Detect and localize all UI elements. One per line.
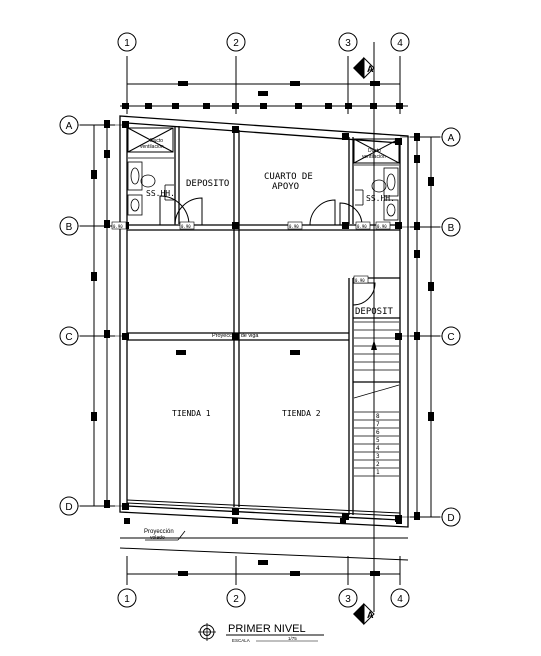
cuarto-label-2: APOYO — [272, 182, 299, 192]
top-dimension-ticks — [122, 81, 403, 109]
duct-left-label-2: ventilación — [140, 144, 164, 150]
svg-text:A: A — [367, 64, 374, 74]
svg-text:C: C — [447, 332, 454, 343]
top-dimension-lines — [120, 56, 408, 114]
svg-text:0.90: 0.90 — [113, 224, 123, 229]
svg-text:B: B — [66, 222, 73, 233]
scale-value: 1/75 — [288, 636, 297, 641]
structural-columns — [122, 121, 402, 522]
svg-text:4: 4 — [376, 445, 380, 452]
duct-left-label-1: Ducto — [150, 138, 163, 144]
stairs-upper — [354, 321, 399, 371]
tienda-2-label: TIENDA 2 — [282, 409, 321, 418]
svg-text:A: A — [367, 610, 374, 620]
svg-text:3: 3 — [345, 594, 351, 605]
grid-bubble-labels: 1 2 3 4 1 2 3 4 A B C D A B C D — [65, 38, 454, 605]
section-marker-bottom: A — [353, 602, 375, 626]
svg-text:C: C — [65, 332, 72, 343]
svg-text:7: 7 — [376, 421, 380, 428]
side-dimension-ticks — [91, 120, 434, 520]
doors — [159, 195, 376, 306]
grid-bubbles-left — [59, 115, 79, 516]
volado-leader — [145, 530, 186, 541]
duct-left — [127, 127, 174, 153]
deposito-right-label: DEPOSIT — [355, 307, 394, 317]
svg-text:0.90: 0.90 — [357, 224, 367, 229]
svg-text:3: 3 — [376, 453, 380, 460]
svg-text:4: 4 — [397, 38, 403, 49]
svg-text:B: B — [448, 223, 455, 234]
tienda-1-label: TIENDA 1 — [172, 409, 211, 418]
bath-left-label: SS.HH. — [146, 189, 175, 198]
title-label: PRIMER NIVEL — [228, 623, 306, 635]
svg-text:1: 1 — [124, 594, 130, 605]
svg-text:8: 8 — [376, 413, 380, 420]
svg-text:6: 6 — [376, 429, 380, 436]
facade-lines — [126, 499, 401, 517]
svg-text:0.90: 0.90 — [289, 224, 299, 229]
room-labels: Ducto ventilación Ducto ventilación SS.H… — [140, 138, 395, 541]
svg-text:4: 4 — [397, 594, 403, 605]
volado-label-1: Proyección — [144, 529, 174, 535]
svg-text:3: 3 — [345, 38, 351, 49]
svg-text:D: D — [65, 502, 72, 513]
svg-text:0.90: 0.90 — [181, 224, 191, 229]
stairs-lower — [353, 384, 400, 496]
svg-text:A: A — [448, 133, 455, 144]
bath-left-fixtures — [127, 157, 174, 216]
grid-bubbles-top — [117, 32, 410, 52]
volado-label-2: volado — [150, 535, 165, 541]
duct-right-label-1: Ducto — [368, 148, 381, 154]
stair-step-numbers: 8 7 6 5 4 3 2 1 — [376, 413, 380, 476]
bottom-dimension-lines — [119, 537, 409, 585]
grid-bubbles-bottom — [117, 588, 410, 608]
svg-text:D: D — [447, 513, 454, 524]
cuarto-label-1: CUARTO DE — [264, 172, 313, 182]
deposito-left-label: DEPOSITO — [186, 179, 229, 189]
bath-right-label: SS.HH. — [366, 194, 395, 203]
svg-text:A: A — [66, 121, 73, 132]
svg-text:2: 2 — [376, 461, 380, 468]
bottom-dimension-ticks — [124, 518, 402, 576]
svg-text:2: 2 — [233, 594, 239, 605]
beam-projection-label: Proyección de viga — [212, 333, 259, 339]
svg-text:1: 1 — [124, 38, 130, 49]
svg-text:2: 2 — [233, 38, 239, 49]
svg-text:5: 5 — [376, 437, 380, 444]
svg-text:0.90: 0.90 — [377, 224, 387, 229]
duct-right-label-2: ventilación — [362, 154, 386, 160]
bath-right-fixtures — [354, 164, 399, 221]
door-code-labels: 0.90 0.90 0.90 0.90 0.90 0.90 — [113, 224, 387, 283]
svg-text:0.90: 0.90 — [355, 278, 365, 283]
stairs-arrow — [371, 340, 377, 350]
grid-bubbles-right — [441, 127, 461, 527]
door-code-tags — [111, 221, 391, 284]
title-block: PRIMER NIVEL ESCALA 1/75 — [198, 623, 324, 643]
duct-right — [353, 138, 400, 164]
svg-text:1: 1 — [376, 469, 380, 476]
scale-label: ESCALA — [232, 638, 250, 643]
section-marker-top: A — [353, 56, 375, 80]
